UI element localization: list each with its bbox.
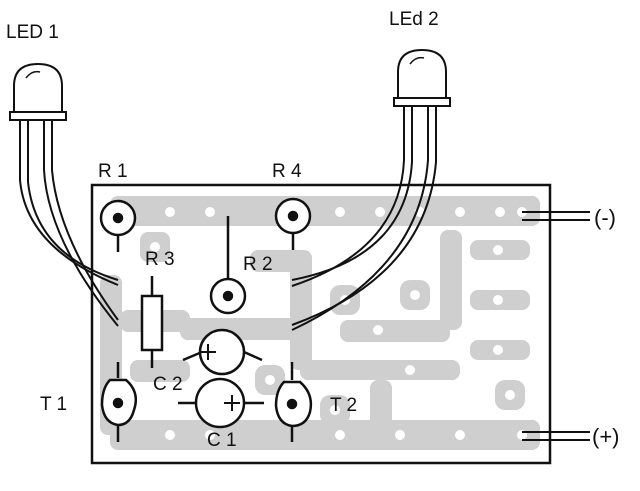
c2-component (182, 328, 263, 376)
t1-component (100, 362, 137, 442)
c1-label: C 1 (207, 430, 237, 451)
c2-label: C 2 (153, 374, 183, 395)
t2-component (274, 362, 313, 442)
r2-component (209, 216, 247, 315)
led2-leads (291, 106, 437, 331)
r1-label: R 1 (98, 161, 128, 182)
r1-component (99, 199, 137, 252)
plus-terminal-label: (+) (592, 424, 620, 449)
led2-component (393, 48, 451, 107)
c1-component (178, 377, 264, 429)
trace-pads (150, 207, 527, 440)
power-plus-wire (522, 431, 590, 441)
t2-label: T 2 (330, 395, 357, 416)
t1-label: T 1 (40, 394, 67, 415)
minus-terminal-label: (-) (594, 205, 616, 230)
r2-label: R 2 (243, 254, 273, 275)
r4-component (274, 197, 312, 250)
led1-label: LED 1 (6, 22, 59, 43)
led2-label: LEd 2 (389, 9, 439, 30)
power-minus-wire (522, 211, 590, 221)
r4-label: R 4 (272, 161, 302, 182)
r3-component (140, 276, 164, 368)
led1-leads (19, 120, 119, 327)
led1-component (9, 62, 67, 121)
r3-label: R 3 (145, 249, 175, 270)
